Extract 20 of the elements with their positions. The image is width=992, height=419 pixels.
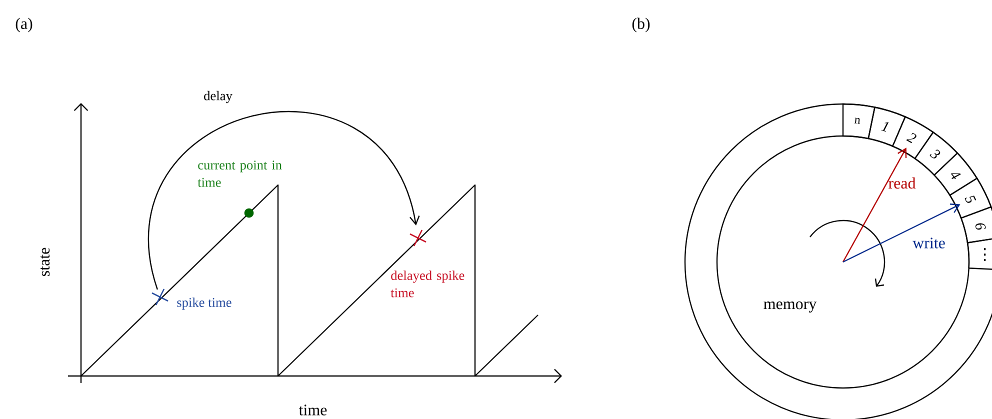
annotation-text: delayed spike time — [390, 270, 464, 298]
arrow — [842, 148, 907, 262]
edge-label: write — [912, 238, 945, 248]
spike-mark — [151, 288, 169, 306]
panel-label: (b) — [632, 18, 650, 32]
annotation-text: spike time — [177, 298, 232, 310]
edge-label: delay — [204, 90, 232, 104]
panel-label: (a) — [16, 18, 32, 32]
memory-cell: n — [842, 103, 876, 140]
spike-mark — [409, 229, 427, 247]
axis-label: time — [298, 404, 327, 416]
arrow — [148, 111, 420, 290]
memory-cell: 5 — [949, 178, 992, 219]
memory-cell: 6 — [960, 206, 992, 244]
annotation-text: current point in time — [198, 160, 282, 187]
memory-cell: ⋮ — [966, 237, 992, 270]
axis-label: state — [40, 248, 50, 276]
memory-cell: 1 — [868, 106, 906, 147]
arrow — [842, 204, 960, 263]
edge-label: read — [888, 177, 916, 189]
